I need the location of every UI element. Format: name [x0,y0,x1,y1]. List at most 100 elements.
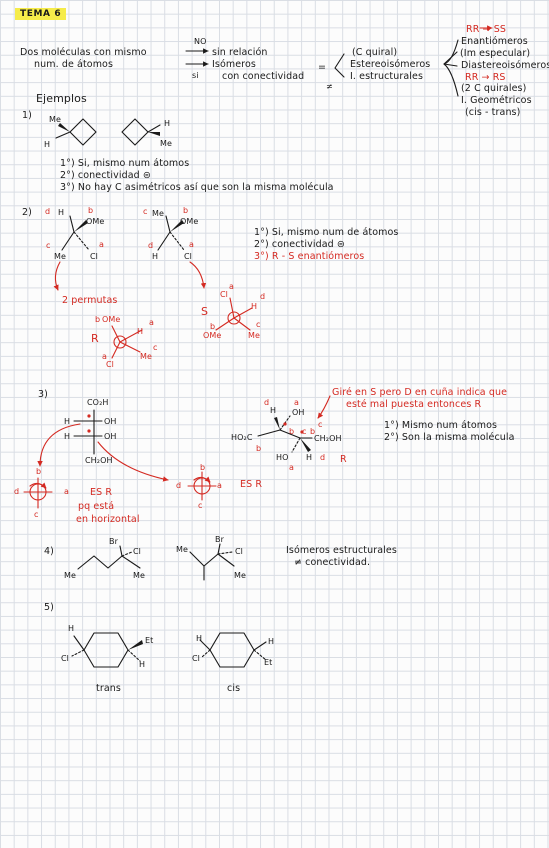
ex2b-me: Me [152,209,165,218]
ex2-p-r: R [91,332,99,345]
ex2-ome: OMe [86,217,105,226]
ex4-br-left: Br [109,537,118,546]
ex3-r-a: a [217,481,223,490]
ex1-h-left: H [44,140,51,149]
i-geometricos: I. Geométricos [461,95,532,106]
ex2-label-c: c [46,241,51,250]
ex2-p-b: b [95,315,101,324]
ex4-me-left-2: Me [133,571,146,580]
ex2-q-a: a [229,282,235,291]
ex2-h: H [58,208,65,217]
ex3-w-ho: HO [276,453,289,462]
enantiomeros: Enantiómeros [461,36,528,47]
intro-arrows [185,25,493,97]
ex3-r-c: c [198,501,203,510]
ex1-cyclobutanes [55,118,161,146]
isomeros: Isómeros [212,59,256,70]
ex5-cis-label: cis [227,683,241,694]
ex2b-ome: OMe [180,217,199,226]
ex2-p-me: Me [140,352,153,361]
ex2-label-d: d [45,207,51,216]
ex3-w-h2: H [306,453,313,462]
ex3-w-a: a [294,398,300,407]
ex4-me-left-1: Me [64,571,77,580]
ex3-r-d: d [176,481,182,490]
ex3-note-2: 2°) Son la misma molécula [384,432,515,443]
ex4-skeletons [77,543,235,581]
ex2-p-cl: Cl [106,360,115,369]
ex3-l-d: d [14,487,20,496]
ejemplos-title: Ejemplos [36,92,87,105]
label-no: NO [194,37,207,46]
ex1-h-right: H [164,119,171,128]
ex3-es-r-left: ES R [90,487,113,498]
con-conectividad: con conectividad [222,71,305,82]
ex3-r-b: b [200,463,206,472]
ex3-w-c: c [318,420,323,429]
ex3-w-c2: c [302,427,307,436]
ex5-trans-cl: Cl [61,654,70,663]
ex1-number: 1) [22,110,32,121]
ex3-l-b: b [36,467,42,476]
ex5-trans-h-bottom: H [139,660,146,669]
ex3-w-d: d [264,398,270,407]
ex4-note-1: Isómeros estructurales [286,545,397,556]
ex3-w-b: b [289,427,295,436]
ex3-note-1: 1°) Mismo num átomos [384,420,498,431]
ex3-h-top: H [64,417,71,426]
ex2-label-a: a [99,240,105,249]
ex2-permutation-sketches [111,297,253,359]
ex5-cis-h-right: H [268,637,275,646]
ex3-w-b3: b [256,444,262,453]
imagen-especular: (Im especular) [460,48,531,59]
ex2-note-3: 3°) R - S enantiómeros [254,251,365,262]
ex3-w-b2: b [310,427,316,436]
ex2-number: 2) [22,207,32,218]
topic-highlight: TEMA 6 [15,8,67,20]
ex1-note-3: 3°) No hay C asimétricos así que son la … [60,182,334,193]
ex4-number: 4) [44,546,54,557]
ex4-cl-left: Cl [133,547,142,556]
ex5-number: 5) [44,602,54,613]
ex4-note-2: ≠ conectividad. [294,557,371,568]
ex2b-label-b: b [183,206,189,215]
estereoisomeros: Estereoisómeros [350,59,431,70]
ex3-en-horizontal: en horizontal [76,514,140,525]
ex2b-cl: Cl [184,252,193,261]
ex5-trans-h-top: H [68,624,75,633]
ex3-w-r: R [340,454,347,465]
ex2-permutas: 2 permutas [62,295,118,306]
ex2-q-cl: Cl [220,290,229,299]
ex2-q-b: b [210,322,216,331]
intro-line2: num. de átomos [34,59,114,70]
ex1-me-left: Me [49,115,62,124]
ex3-wedge-structure [257,395,331,453]
ex3-oh-top: OH [104,417,117,426]
ex2-p-ome: OMe [102,315,121,324]
dos-c-quirales: (2 C quirales) [461,83,527,94]
ex2-q-d: d [260,292,266,301]
ex2b-h: H [152,252,159,261]
ex2-q-h: H [251,302,258,311]
diastereoisomeros: Diastereoisómeros [461,60,549,71]
ex4-br-right: Br [215,535,224,544]
ex2b-label-c: c [143,207,148,216]
rr-ss: RR → SS [466,24,506,35]
ex5-cyclohexanes [71,632,267,668]
ex3-w-h: H [270,406,277,415]
ex3-w-oh: OH [292,408,305,417]
label-si: si [192,71,199,80]
ex3-oh-bottom: OH [104,432,117,441]
sin-relacion: sin relación [212,47,268,58]
ex3-l-c: c [34,510,39,519]
ex4-me-right-2: Me [234,571,247,580]
ex2-note-1: 1°) Si, mismo num de átomos [254,227,399,238]
ex1-note-1: 1°) Si, mismo num átomos [60,158,190,169]
ex2-q-c: c [256,320,261,329]
ex2-cl: Cl [90,252,99,261]
ex3-l-a: a [64,487,70,496]
ex3-co2h: CO₂H [87,398,109,407]
ex2-p-c: c [153,343,158,352]
ex4-me-right-1: Me [176,545,189,554]
